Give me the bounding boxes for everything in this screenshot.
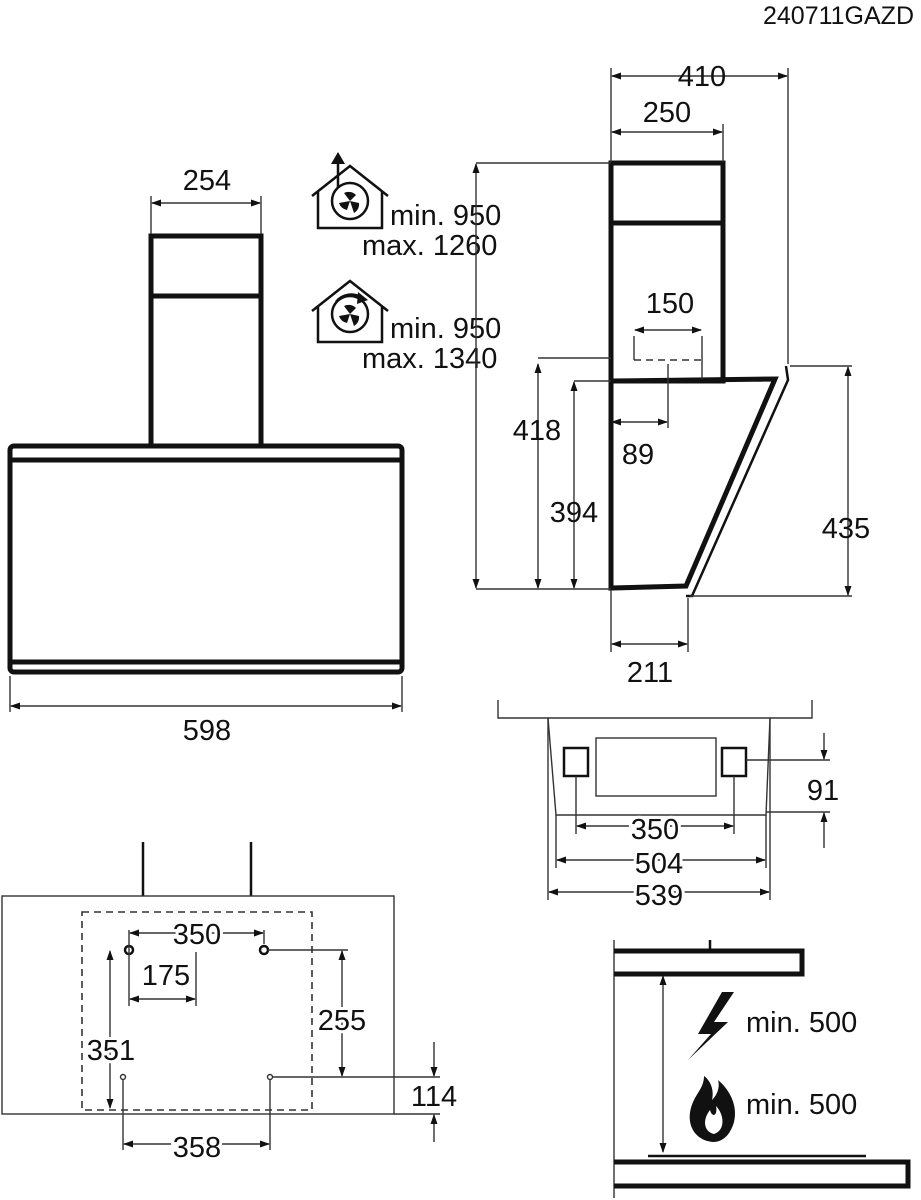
side-view: 410 250 150 89 418 394 435 211 xyxy=(472,61,870,689)
extraction-max-label: max. 1260 xyxy=(362,230,497,262)
chimney-upper xyxy=(148,233,264,299)
gas-clearance-label: min. 500 xyxy=(746,1089,857,1121)
extraction-min-label: min. 950 xyxy=(390,200,501,232)
top-504-label: 504 xyxy=(635,848,683,880)
clearance-hood xyxy=(614,948,805,977)
recirculation-house-icon xyxy=(311,279,389,344)
drawing-code: 240711GAZD xyxy=(763,2,914,30)
recirculation-max-label: max. 1340 xyxy=(362,343,497,375)
flame-icon xyxy=(689,1076,736,1142)
mount-358-label: 358 xyxy=(173,1132,221,1164)
clearance-hob xyxy=(614,1159,911,1189)
depth-211-label: 211 xyxy=(627,657,673,689)
hood-body xyxy=(7,443,405,675)
offset-89-label: 89 xyxy=(622,439,654,471)
height-418-label: 418 xyxy=(513,415,561,447)
electric-clearance-label: min. 500 xyxy=(746,1007,857,1039)
extraction-house-icon xyxy=(311,152,389,230)
lightning-icon xyxy=(688,992,734,1060)
hood-width-label: 598 xyxy=(183,715,231,747)
recirculation-min-label: min. 950 xyxy=(390,313,501,345)
mount-175-label: 175 xyxy=(142,960,190,992)
top-539-label: 539 xyxy=(635,880,683,912)
recirculation-mode: min. 950 max. 1340 xyxy=(311,279,501,375)
upper-right-hole xyxy=(258,944,270,956)
lower-left-hole xyxy=(119,1073,127,1081)
top-view-body xyxy=(547,717,771,816)
chimney-lower xyxy=(148,293,264,449)
front-view: 254 598 xyxy=(7,165,405,747)
outlet-height-91-label: 91 xyxy=(807,775,839,807)
mounting-panel xyxy=(1,895,395,1115)
mounting-template xyxy=(81,911,313,1111)
side-hood-body xyxy=(608,376,779,591)
mount-255-label: 255 xyxy=(318,1005,366,1037)
top-view: 91 350 504 539 xyxy=(497,700,839,915)
mount-350-label: 350 xyxy=(173,919,221,951)
clearance-view: min. 500 min. 500 xyxy=(613,940,911,1198)
depth-410-label: 410 xyxy=(678,61,726,93)
mount-114-label: 114 xyxy=(411,1081,457,1113)
chimney-width-label: 254 xyxy=(183,165,231,197)
depth-250-label: 250 xyxy=(643,97,691,129)
outlet-150-label: 150 xyxy=(646,288,694,320)
mounting-view: 350 175 255 351 114 358 xyxy=(1,842,460,1167)
top-350-label: 350 xyxy=(631,814,679,846)
height-394-label: 394 xyxy=(550,497,598,529)
lower-right-hole xyxy=(266,1073,274,1081)
extraction-mode: min. 950 max. 1260 xyxy=(311,152,501,262)
height-435-label: 435 xyxy=(822,513,870,545)
mount-351-label: 351 xyxy=(87,1035,135,1067)
